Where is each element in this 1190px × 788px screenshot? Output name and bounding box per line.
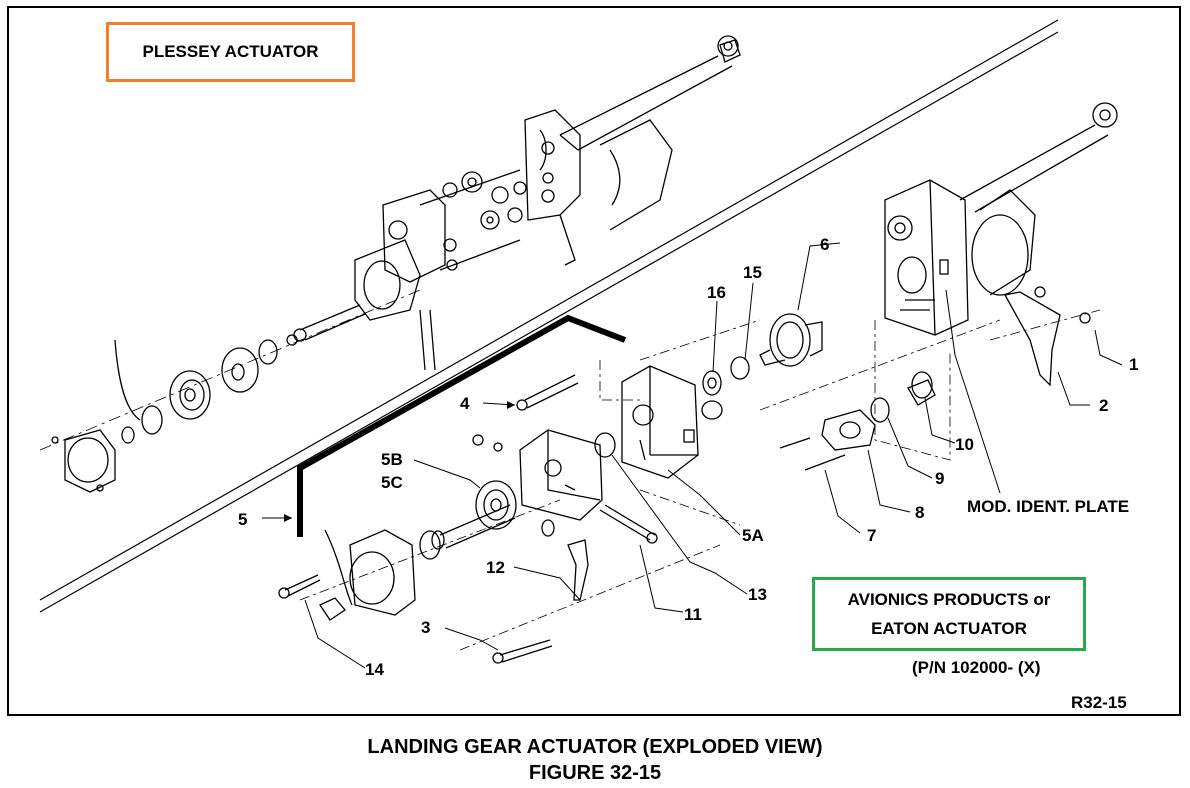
drawing-frame	[7, 6, 1181, 716]
callout-leaders	[262, 242, 1123, 669]
callout-13: 13	[748, 585, 767, 604]
callout-4: 4	[460, 394, 470, 413]
reference-code: R32-15	[1071, 693, 1127, 712]
callout-9: 9	[935, 469, 945, 488]
callout-5c: 5C	[381, 473, 403, 492]
callout-12: 12	[486, 558, 505, 577]
callout-7: 7	[867, 526, 877, 545]
eaton-actuator-illustration	[759, 102, 1118, 471]
callout-11: 11	[684, 605, 702, 624]
callout-2: 2	[1099, 396, 1109, 415]
callout-3: 3	[421, 618, 431, 637]
avionics-actuator-label-box: AVIONICS PRODUCTS or EATON ACTUATOR	[812, 577, 1086, 651]
avionics-label-line1: AVIONICS PRODUCTS or	[847, 590, 1051, 609]
plessey-actuator-label: PLESSEY ACTUATOR	[142, 42, 319, 61]
plessey-actuator-illustration	[39, 35, 741, 493]
figure-title: LANDING GEAR ACTUATOR (EXPLODED VIEW)	[367, 736, 823, 758]
callout-6: 6	[820, 235, 830, 254]
lower-exploded-parts	[278, 313, 823, 664]
plessey-actuator-label-box: PLESSEY ACTUATOR	[106, 22, 355, 82]
figure-number: FIGURE 32-15	[528, 762, 662, 784]
separator-line-lower	[39, 31, 1059, 613]
callout-14: 14	[365, 660, 384, 679]
callout-5a: 5A	[742, 526, 764, 545]
avionics-label-line2: EATON ACTUATOR	[871, 619, 1027, 638]
callout-1: 1	[1129, 355, 1139, 374]
callout-8: 8	[915, 503, 925, 522]
callout-15: 15	[743, 263, 762, 282]
callout-5b: 5B	[381, 450, 403, 469]
callout-10: 10	[955, 435, 974, 454]
separator-line-upper	[39, 19, 1059, 601]
callout-5: 5	[238, 510, 248, 529]
callout-16: 16	[707, 283, 726, 302]
heavy-group-bracket	[297, 314, 627, 537]
part-number-label: (P/N 102000- (X)	[912, 658, 1041, 677]
mod-ident-plate-label: MOD. IDENT. PLATE	[967, 497, 1130, 516]
